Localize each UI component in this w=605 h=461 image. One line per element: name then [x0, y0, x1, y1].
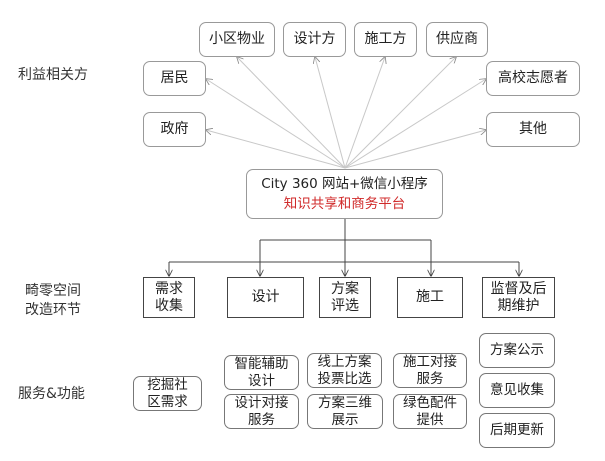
- stakeholder-volunteers: 高校志愿者: [486, 61, 580, 96]
- stakeholder-government: 政府: [143, 112, 206, 147]
- process-construction: 施工: [397, 277, 463, 318]
- service-update: 后期更新: [479, 413, 555, 448]
- platform-subtitle: 知识共享和商务平台: [283, 196, 406, 212]
- service-feedback: 意见收集: [479, 373, 555, 408]
- arrow-to-volunteers: [344, 79, 486, 169]
- arrow-to-others: [344, 130, 486, 169]
- platform-title: City 360 网站+微信小程序: [261, 176, 428, 192]
- stakeholder-property: 小区物业: [199, 22, 275, 57]
- service-construction-match: 施工对接 服务: [393, 353, 467, 388]
- service-green-parts: 绿色配件 提供: [393, 394, 467, 429]
- services-row-label: 服务&功能: [18, 386, 85, 402]
- service-dig-demand: 挖掘社 区需求: [133, 376, 202, 411]
- arrow-to-designer: [315, 57, 346, 169]
- stakeholder-builder: 施工方: [354, 22, 417, 57]
- service-online-vote: 线上方案 投票比选: [307, 353, 382, 388]
- process-selection: 方案 评选: [319, 277, 371, 318]
- service-publicity: 方案公示: [479, 333, 555, 368]
- stakeholder-others: 其他: [486, 112, 580, 147]
- platform-box: City 360 网站+微信小程序 知识共享和商务平台: [246, 169, 443, 219]
- process-row-label: 畸零空间 改造环节: [25, 283, 81, 318]
- stakeholder-residents: 居民: [143, 61, 206, 96]
- arrow-to-supplier: [344, 57, 456, 169]
- service-3d-display: 方案三维 展示: [307, 394, 383, 429]
- process-demand: 需求 收集: [143, 277, 195, 318]
- process-design: 设计: [227, 277, 304, 318]
- arrow-to-government: [206, 130, 346, 169]
- stakeholders-row-label: 利益相关方: [18, 67, 88, 83]
- process-maintenance: 监督及后 期维护: [482, 277, 555, 318]
- service-design-match: 设计对接 服务: [224, 394, 299, 429]
- service-ai-design: 智能辅助 设计: [224, 355, 299, 390]
- stakeholder-supplier: 供应商: [426, 22, 488, 57]
- arrow-to-residents: [206, 79, 346, 169]
- arrow-to-property: [237, 57, 346, 169]
- stakeholder-designer: 设计方: [283, 22, 346, 57]
- arrow-to-builder: [344, 57, 385, 169]
